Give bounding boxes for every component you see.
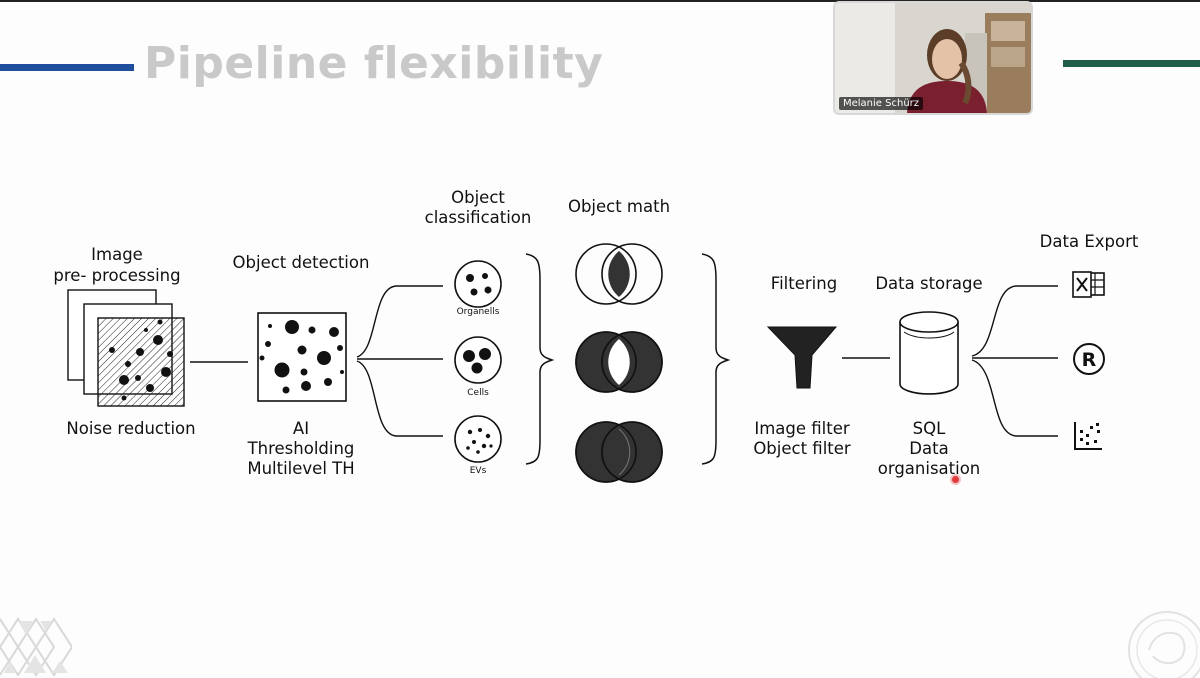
slide-title: Pipeline flexibility [144,38,604,89]
bracket-classification [525,253,555,465]
r-language-icon: R [1073,343,1105,375]
svg-text:R: R [1082,349,1097,371]
participant-video-tile[interactable]: Melanie Schürz [833,1,1033,115]
preprocessing-title-line2: pre- processing [53,266,181,285]
classification-evs-icon [454,415,502,463]
detection-caption-line3: Multilevel TH [247,459,355,478]
export-title: Data Export [1039,232,1139,251]
database-icon [899,311,959,395]
filtering-caption-line2: Object filter [753,439,851,458]
bracket-math [701,253,731,465]
connector-storage-export [971,285,1058,437]
laser-pointer [952,476,959,483]
venn-union-icon [575,421,663,483]
top-border-line [0,0,1200,2]
filtering-caption-line1: Image filter [754,419,850,438]
classification-cells-icon [454,336,502,384]
preprocessing-image-stack-icon [67,289,185,407]
detection-title: Object detection [232,253,370,272]
storage-caption-line1: SQL [912,419,946,438]
classification-title-line1: Object [451,188,505,207]
detection-caption-line1: AI [292,419,310,438]
university-logo-left [0,617,72,677]
connector-detection-classification [356,285,443,437]
title-accent-bar-right [1063,60,1200,67]
storage-caption-line2: Data [909,439,949,458]
object-detection-image-icon [257,312,347,402]
math-title: Object math [567,197,671,216]
venn-exclusive-icon [575,331,663,393]
classification-organells-icon [454,260,502,308]
university-seal-right [1128,611,1200,678]
classification-label-organells: Organells [456,307,500,317]
storage-title: Data storage [875,274,983,293]
venn-intersection-icon [575,243,663,305]
participant-name-label: Melanie Schürz [839,97,924,110]
storage-caption-line3: organisation [877,459,981,478]
classification-label-cells: Cells [467,388,489,398]
classification-title-line2: classification [424,208,532,227]
title-accent-bar-left [0,64,134,71]
filtering-title: Filtering [770,274,838,293]
scatter-plot-icon [1074,422,1102,450]
excel-icon [1072,271,1105,298]
preprocessing-title-line1: Image [91,245,143,264]
detection-caption-line2: Thresholding [247,439,355,458]
funnel-icon [766,326,838,389]
preprocessing-caption: Noise reduction [66,419,196,438]
participant-video-feed [835,3,1031,113]
classification-label-evs: EVs [469,466,487,476]
